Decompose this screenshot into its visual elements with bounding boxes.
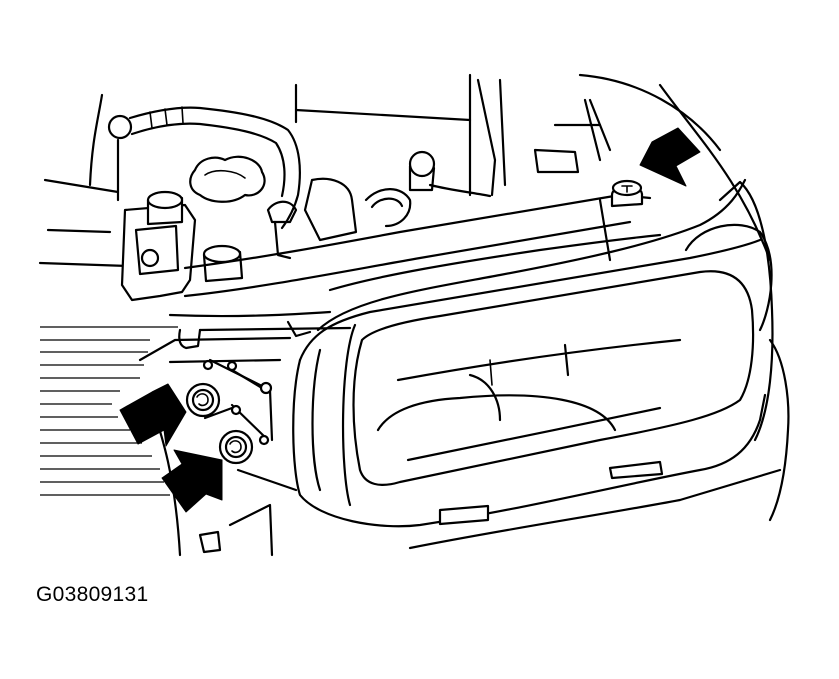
engine-components: [303, 150, 492, 242]
upper-headlamp-mount-bolt: [610, 179, 644, 208]
radiator-support: [168, 193, 662, 350]
reservoir-cap: [189, 155, 266, 203]
mounting-bracket: [120, 190, 197, 302]
arrow-left-lower-bolt: [161, 449, 223, 513]
arrow-left-upper-bolt: [119, 383, 187, 447]
radiator-hose: [107, 106, 301, 260]
lower-bracket: [138, 336, 298, 557]
engine-compartment-linework: [38, 73, 772, 268]
headlamp-assembly: [292, 178, 790, 550]
lower-headlamp-mount-bolt-2: [218, 429, 254, 465]
figure-id-label: G03809131: [36, 583, 149, 606]
arrow-upper-right-bolt: [639, 127, 701, 187]
shaded-panel: [40, 326, 178, 496]
filler-cap: [202, 244, 244, 283]
lower-headlamp-mount-bolt-1: [185, 382, 221, 418]
